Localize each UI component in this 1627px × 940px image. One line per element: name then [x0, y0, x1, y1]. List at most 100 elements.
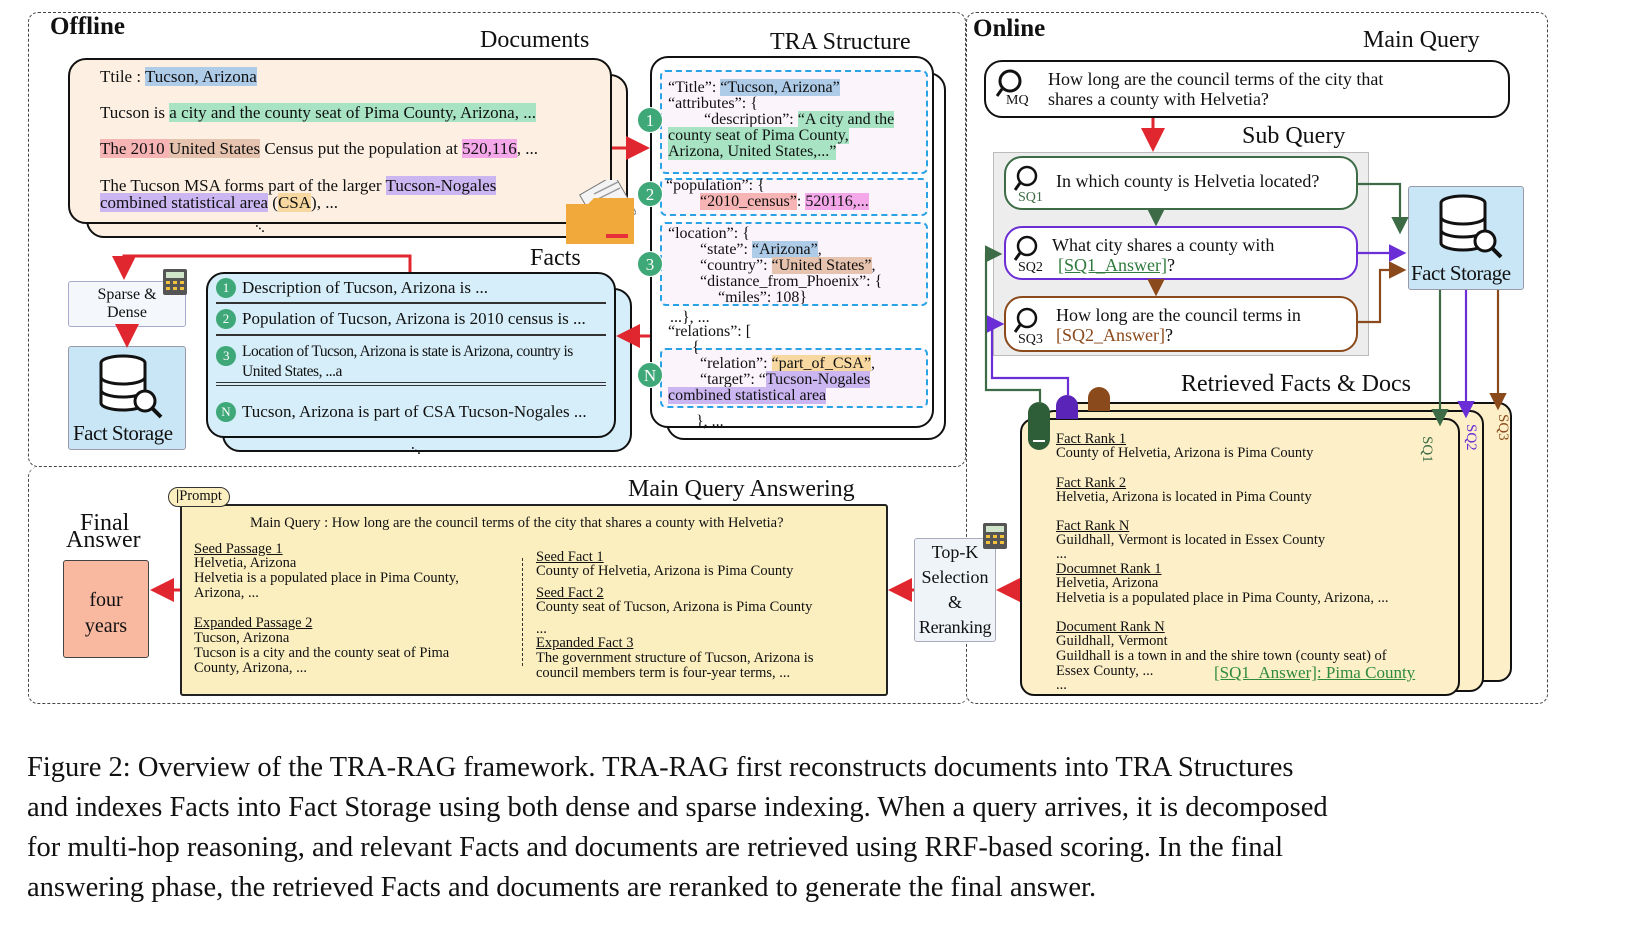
- online-title: Online: [973, 15, 1046, 42]
- tab-sq3: [1088, 387, 1110, 411]
- ret-factn-head: Fact Rank N: [1056, 518, 1130, 534]
- prompt-tag: |Prompt: [168, 487, 230, 507]
- calculator-icon: [982, 522, 1008, 550]
- sq3-text: How long are the council terms in: [1056, 305, 1301, 325]
- ret-docn-head: Document Rank N: [1056, 619, 1165, 635]
- tra-badge-n: N: [637, 362, 663, 388]
- topk-l1: Top-K: [931, 542, 979, 562]
- seed-fact2-head: Seed Fact 2: [536, 585, 604, 601]
- tra-relations-line: “relations”: [: [668, 323, 752, 340]
- documents-label: Documents: [480, 27, 590, 53]
- topk-l4: Reranking: [918, 617, 992, 637]
- seed-passage-l3: Arizona, ...: [194, 585, 259, 601]
- prompt-main-query: Main Query : How long are the council te…: [250, 515, 784, 531]
- caption-line-2: and indexes Facts into Fact Storage usin…: [27, 792, 1328, 823]
- exp-passage-l3: County, Arizona, ...: [194, 660, 308, 676]
- tra-title-line: “Title”: “Tucson, Arizona”: [668, 79, 840, 96]
- prompt-dots: ...: [536, 621, 547, 637]
- sq2-box: SQ2 What city shares a county with [SQ1_…: [1004, 226, 1358, 280]
- seed-fact2: County seat of Tucson, Arizona is Pima C…: [536, 599, 813, 615]
- tra-dist-line: “distance_from_Phoenix”: {: [700, 273, 883, 290]
- prompt-divider: [522, 558, 523, 666]
- caption-line-1: Figure 2: Overview of the TRA-RAG framew…: [27, 752, 1294, 783]
- ret-doc1-head: Documnet Rank 1: [1056, 561, 1162, 577]
- tra-relation-line: “relation”: “part_of_CSA”,: [700, 355, 876, 372]
- sq3-tag: SQ3: [1018, 332, 1043, 347]
- sq1-box: SQ1 In which county is Helvetia located?: [1004, 156, 1358, 210]
- sub-query-label: Sub Query: [1242, 123, 1346, 149]
- seed-passage-head: Seed Passage 1: [194, 541, 283, 557]
- seed-passage-l2: Helvetia is a populated place in Pima Co…: [194, 570, 459, 586]
- exp-fact-l1: The government structure of Tucson, Ariz…: [536, 650, 814, 666]
- tra-miles-line: “miles”: 108}: [718, 289, 807, 306]
- online-region: [966, 12, 1548, 704]
- tra-pop-val: “2010_census”: 520116,...: [700, 193, 869, 210]
- caption-line-3: for multi-hop reasoning, and relevant Fa…: [27, 832, 1284, 863]
- tab-sq1: [1028, 402, 1050, 450]
- retrieved-card: Fact Rank 1 County of Helvetia, Arizona …: [1020, 418, 1460, 696]
- topk-l3: &: [947, 592, 962, 612]
- exp-fact-l2: council members term is four-year terms,…: [536, 665, 791, 681]
- ret-fact2-head: Fact Rank 2: [1056, 475, 1127, 491]
- sq2-text: What city shares a county with: [1052, 235, 1275, 255]
- tra-end: }, ...: [696, 413, 724, 430]
- fact-storage-online: Fact Storage: [1408, 186, 1524, 290]
- tra-state-line: “state”: “Arizona”,: [700, 241, 822, 258]
- seed-passage-l1: Helvetia, Arizona: [194, 555, 297, 571]
- search-icon: [1014, 307, 1038, 333]
- ret-doc1-body: Helvetia, Arizona: [1056, 575, 1159, 591]
- tra-target-line-2: combined statistical area: [668, 387, 827, 404]
- answering-region: [28, 467, 968, 704]
- main-query-text-2: shares a county with Helvetia?: [1048, 89, 1269, 109]
- search-icon: [1014, 235, 1038, 261]
- tra-badge-2: 2: [637, 181, 663, 207]
- sq1-answer-text: [SQ1_Answer]: Pima County: [1214, 663, 1416, 682]
- tra-rel-dots: ...}, ...: [670, 309, 710, 326]
- figure-caption: Figure 2: Overview of the TRA-RAG framew…: [27, 748, 1557, 908]
- doc-line-5: combined statistical area (CSA), ...: [100, 193, 338, 212]
- facts-label: Facts: [530, 245, 581, 271]
- offline-title: Offline: [50, 13, 125, 40]
- tra-attrs-line: “attributes”: {: [668, 95, 758, 112]
- ret-docn-body3: Essex County, ...: [1056, 663, 1154, 679]
- prompt-box: Main Query : How long are the council te…: [180, 504, 888, 696]
- tra-brace: {: [692, 339, 700, 356]
- document-card: Ttile : Tucson, Arizona Tucson is a city…: [68, 58, 612, 224]
- sq2-text-2: [SQ1_Answer]?: [1058, 255, 1175, 275]
- database-icon: [99, 354, 163, 419]
- fact-item-3: 3 Location of Tucson, Arizona is state i…: [216, 336, 606, 386]
- final-answer-label-2: Answer: [66, 527, 141, 553]
- sparse-dense-label: Sparse & Dense: [97, 286, 157, 321]
- answering-label: Main Query Answering: [628, 476, 855, 502]
- tra-target-line: “target”: “Tucson-Nogales: [700, 371, 871, 388]
- ret-fact1-body: County of Helvetia, Arizona is Pima Coun…: [1056, 445, 1314, 461]
- doc-line-2: Tucson is a city and the county seat of …: [100, 103, 536, 122]
- tra-label: TRA Structure: [770, 29, 911, 55]
- topk-box: Top-K Selection & Reranking: [914, 538, 996, 642]
- tra-card: “Title”: “Tucson, Arizona” “attributes”:…: [650, 56, 934, 430]
- answer-l1: four: [89, 589, 123, 611]
- main-query-text-1: How long are the council terms of the ci…: [1048, 69, 1384, 89]
- ret-fact1-head: Fact Rank 1: [1056, 431, 1127, 447]
- tra-badge-3: 3: [637, 251, 663, 277]
- retrieved-label: Retrieved Facts & Docs: [1181, 371, 1411, 397]
- folder-icon: [564, 174, 638, 246]
- ret-fact2-body: Helvetia, Arizona is located in Pima Cou…: [1056, 489, 1312, 505]
- search-icon: [1014, 165, 1038, 191]
- fact-storage-offline-label: Fact Storage: [73, 421, 173, 445]
- exp-passage-l2: Tucson is a city and the county seat of …: [194, 645, 450, 661]
- mq-tag: MQ: [1006, 93, 1029, 108]
- exp-passage-l1: Tucson, Arizona: [194, 630, 290, 646]
- sq2-tag: SQ2: [1018, 260, 1043, 275]
- final-answer-label-1: Final: [80, 510, 130, 536]
- ret-ellipsis-2: ...: [1056, 677, 1067, 693]
- tra-country-line: “country”: “United States”,: [700, 257, 876, 274]
- fact-storage-offline: Fact Storage: [68, 346, 186, 450]
- ret-ellipsis-1: ...: [1056, 546, 1067, 562]
- sq1-tag: SQ1: [1018, 190, 1043, 205]
- ret-doc1-body2: Helvetia is a populated place in Pima Co…: [1056, 590, 1389, 606]
- caption-line-4: answering phase, the retrieved Facts and…: [27, 872, 1097, 903]
